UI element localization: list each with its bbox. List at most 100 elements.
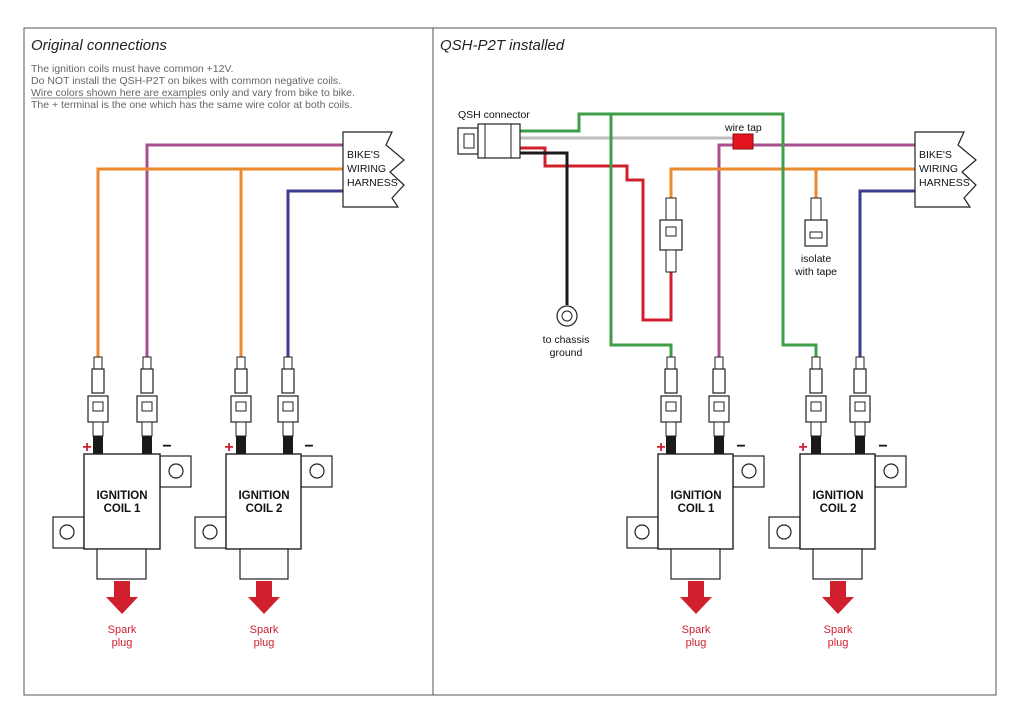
isolate-label-1: isolate	[801, 253, 832, 265]
plus-sign: +	[82, 439, 91, 456]
left-harness-banner: BIKE'S WIRING HARNESS	[342, 131, 405, 208]
left-coil-2-spark-1: Spark	[250, 624, 279, 636]
left-coil-1-spark-1: Spark	[108, 624, 137, 636]
plus-sign: +	[656, 439, 665, 456]
left-coil-2: IGNITION COIL 2 + − Spark plug	[194, 438, 333, 649]
spade-connector	[136, 356, 158, 454]
left-coil-1-label-1: IGNITION	[96, 490, 147, 502]
right-coil-2-spark-1: Spark	[824, 624, 853, 636]
spade-connector	[230, 356, 252, 454]
left-harness-line-3: HARNESS	[347, 177, 398, 189]
red-wire	[520, 146, 673, 322]
terminal-post	[236, 436, 246, 454]
black-ground-wire	[520, 151, 569, 305]
spade-connector	[805, 356, 827, 454]
right-coil-1-label-1: IGNITION	[670, 490, 721, 502]
spade-connector	[87, 356, 109, 454]
spade-connector	[849, 356, 871, 454]
right-coil-1-spark-2: plug	[686, 637, 707, 649]
right-coil-2-spark-2: plug	[828, 637, 849, 649]
terminal-post	[142, 436, 152, 454]
right-purple-wire	[717, 143, 915, 357]
chassis-label-2: ground	[550, 347, 583, 359]
left-wires	[96, 143, 343, 357]
spark-arrow	[248, 581, 280, 614]
right-panel-frame	[432, 27, 997, 696]
left-purple-wire	[145, 143, 343, 357]
inline-splice-connector	[659, 197, 683, 273]
left-harness-line-2: WIRING	[347, 163, 386, 175]
chassis-label-1: to chassis	[543, 334, 590, 346]
minus-sign: −	[162, 438, 171, 455]
coil-boot	[239, 548, 289, 580]
mount-hole	[634, 524, 650, 540]
right-coil-2-label-2: COIL 2	[820, 503, 857, 515]
left-coil-2-label-1: IGNITION	[238, 490, 289, 502]
green-wire-coil1	[609, 114, 673, 357]
terminal-post	[714, 436, 724, 454]
right-coil-1-label-2: COIL 1	[678, 503, 715, 515]
spark-arrow	[106, 581, 138, 614]
left-panel-title: Original connections	[31, 37, 167, 54]
minus-sign: −	[304, 438, 313, 455]
terminal-post	[93, 436, 103, 454]
qsh-connector-label: QSH connector	[458, 109, 530, 121]
left-navy-wire	[286, 189, 343, 357]
left-coil-1: IGNITION COIL 1 + − Spark plug	[52, 438, 192, 649]
chassis-ground-terminal: to chassis ground	[543, 305, 590, 359]
left-harness-line-1: BIKE'S	[347, 149, 380, 161]
right-wires	[520, 112, 915, 357]
mount-hole	[776, 524, 792, 540]
coil-boot	[670, 548, 721, 580]
terminal-post	[666, 436, 676, 454]
note-line-1: The ignition coils must have common +12V…	[31, 63, 233, 75]
terminal-post	[855, 436, 865, 454]
left-coil-2-spark-2: plug	[254, 637, 275, 649]
right-connectors	[660, 356, 871, 454]
right-harness-line-3: HARNESS	[919, 177, 970, 189]
left-panel-frame	[23, 27, 434, 696]
spade-connector	[277, 356, 299, 454]
right-coil-2-label-1: IGNITION	[812, 490, 863, 502]
wire-tap-label: wire tap	[724, 122, 762, 134]
minus-sign: −	[736, 438, 745, 455]
isolate-label-2: with tape	[794, 266, 837, 278]
mount-hole	[883, 463, 899, 479]
coil-boot	[812, 548, 863, 580]
coil-mount-tab	[300, 455, 333, 488]
plus-sign: +	[224, 439, 233, 456]
plus-sign: +	[798, 439, 807, 456]
terminal-post	[283, 436, 293, 454]
left-coil-2-label-2: COIL 2	[246, 503, 283, 515]
left-coil-1-spark-2: plug	[112, 637, 133, 649]
coil-body	[225, 453, 302, 550]
mount-hole	[309, 463, 325, 479]
right-orange-wire-to-qsh	[669, 167, 915, 200]
right-coil-1: IGNITION COIL 1 + − Spark plug	[626, 438, 765, 649]
coil-body	[799, 453, 876, 550]
spade-connector	[708, 356, 730, 454]
right-harness-line-1: BIKE'S	[919, 149, 952, 161]
coil-boot	[96, 548, 147, 580]
spark-arrow	[680, 581, 712, 614]
green-wire-coil2	[520, 112, 818, 357]
right-panel-title: QSH-P2T installed	[440, 37, 565, 54]
mount-hole	[741, 463, 757, 479]
note-line-4: The + terminal is the one which has the …	[31, 99, 352, 111]
right-coil-1-spark-1: Spark	[682, 624, 711, 636]
qsh-connector: QSH connector	[457, 109, 530, 159]
right-harness-line-2: WIRING	[919, 163, 958, 175]
right-coil-2: IGNITION COIL 2 + − Spark plug	[768, 438, 907, 649]
spade-connector	[660, 356, 682, 454]
minus-sign: −	[878, 438, 887, 455]
mount-hole	[59, 524, 75, 540]
left-orange-wire-coil1	[96, 167, 343, 357]
isolated-connector: isolate with tape	[794, 197, 837, 278]
spark-arrow	[822, 581, 854, 614]
note-line-3: Wire colors shown here are examples only…	[31, 87, 355, 99]
right-navy-wire	[858, 189, 915, 357]
right-harness-banner: BIKE'S WIRING HARNESS	[914, 131, 977, 208]
mount-hole	[168, 463, 184, 479]
note-line-2: Do NOT install the QSH-P2T on bikes with…	[31, 75, 341, 87]
